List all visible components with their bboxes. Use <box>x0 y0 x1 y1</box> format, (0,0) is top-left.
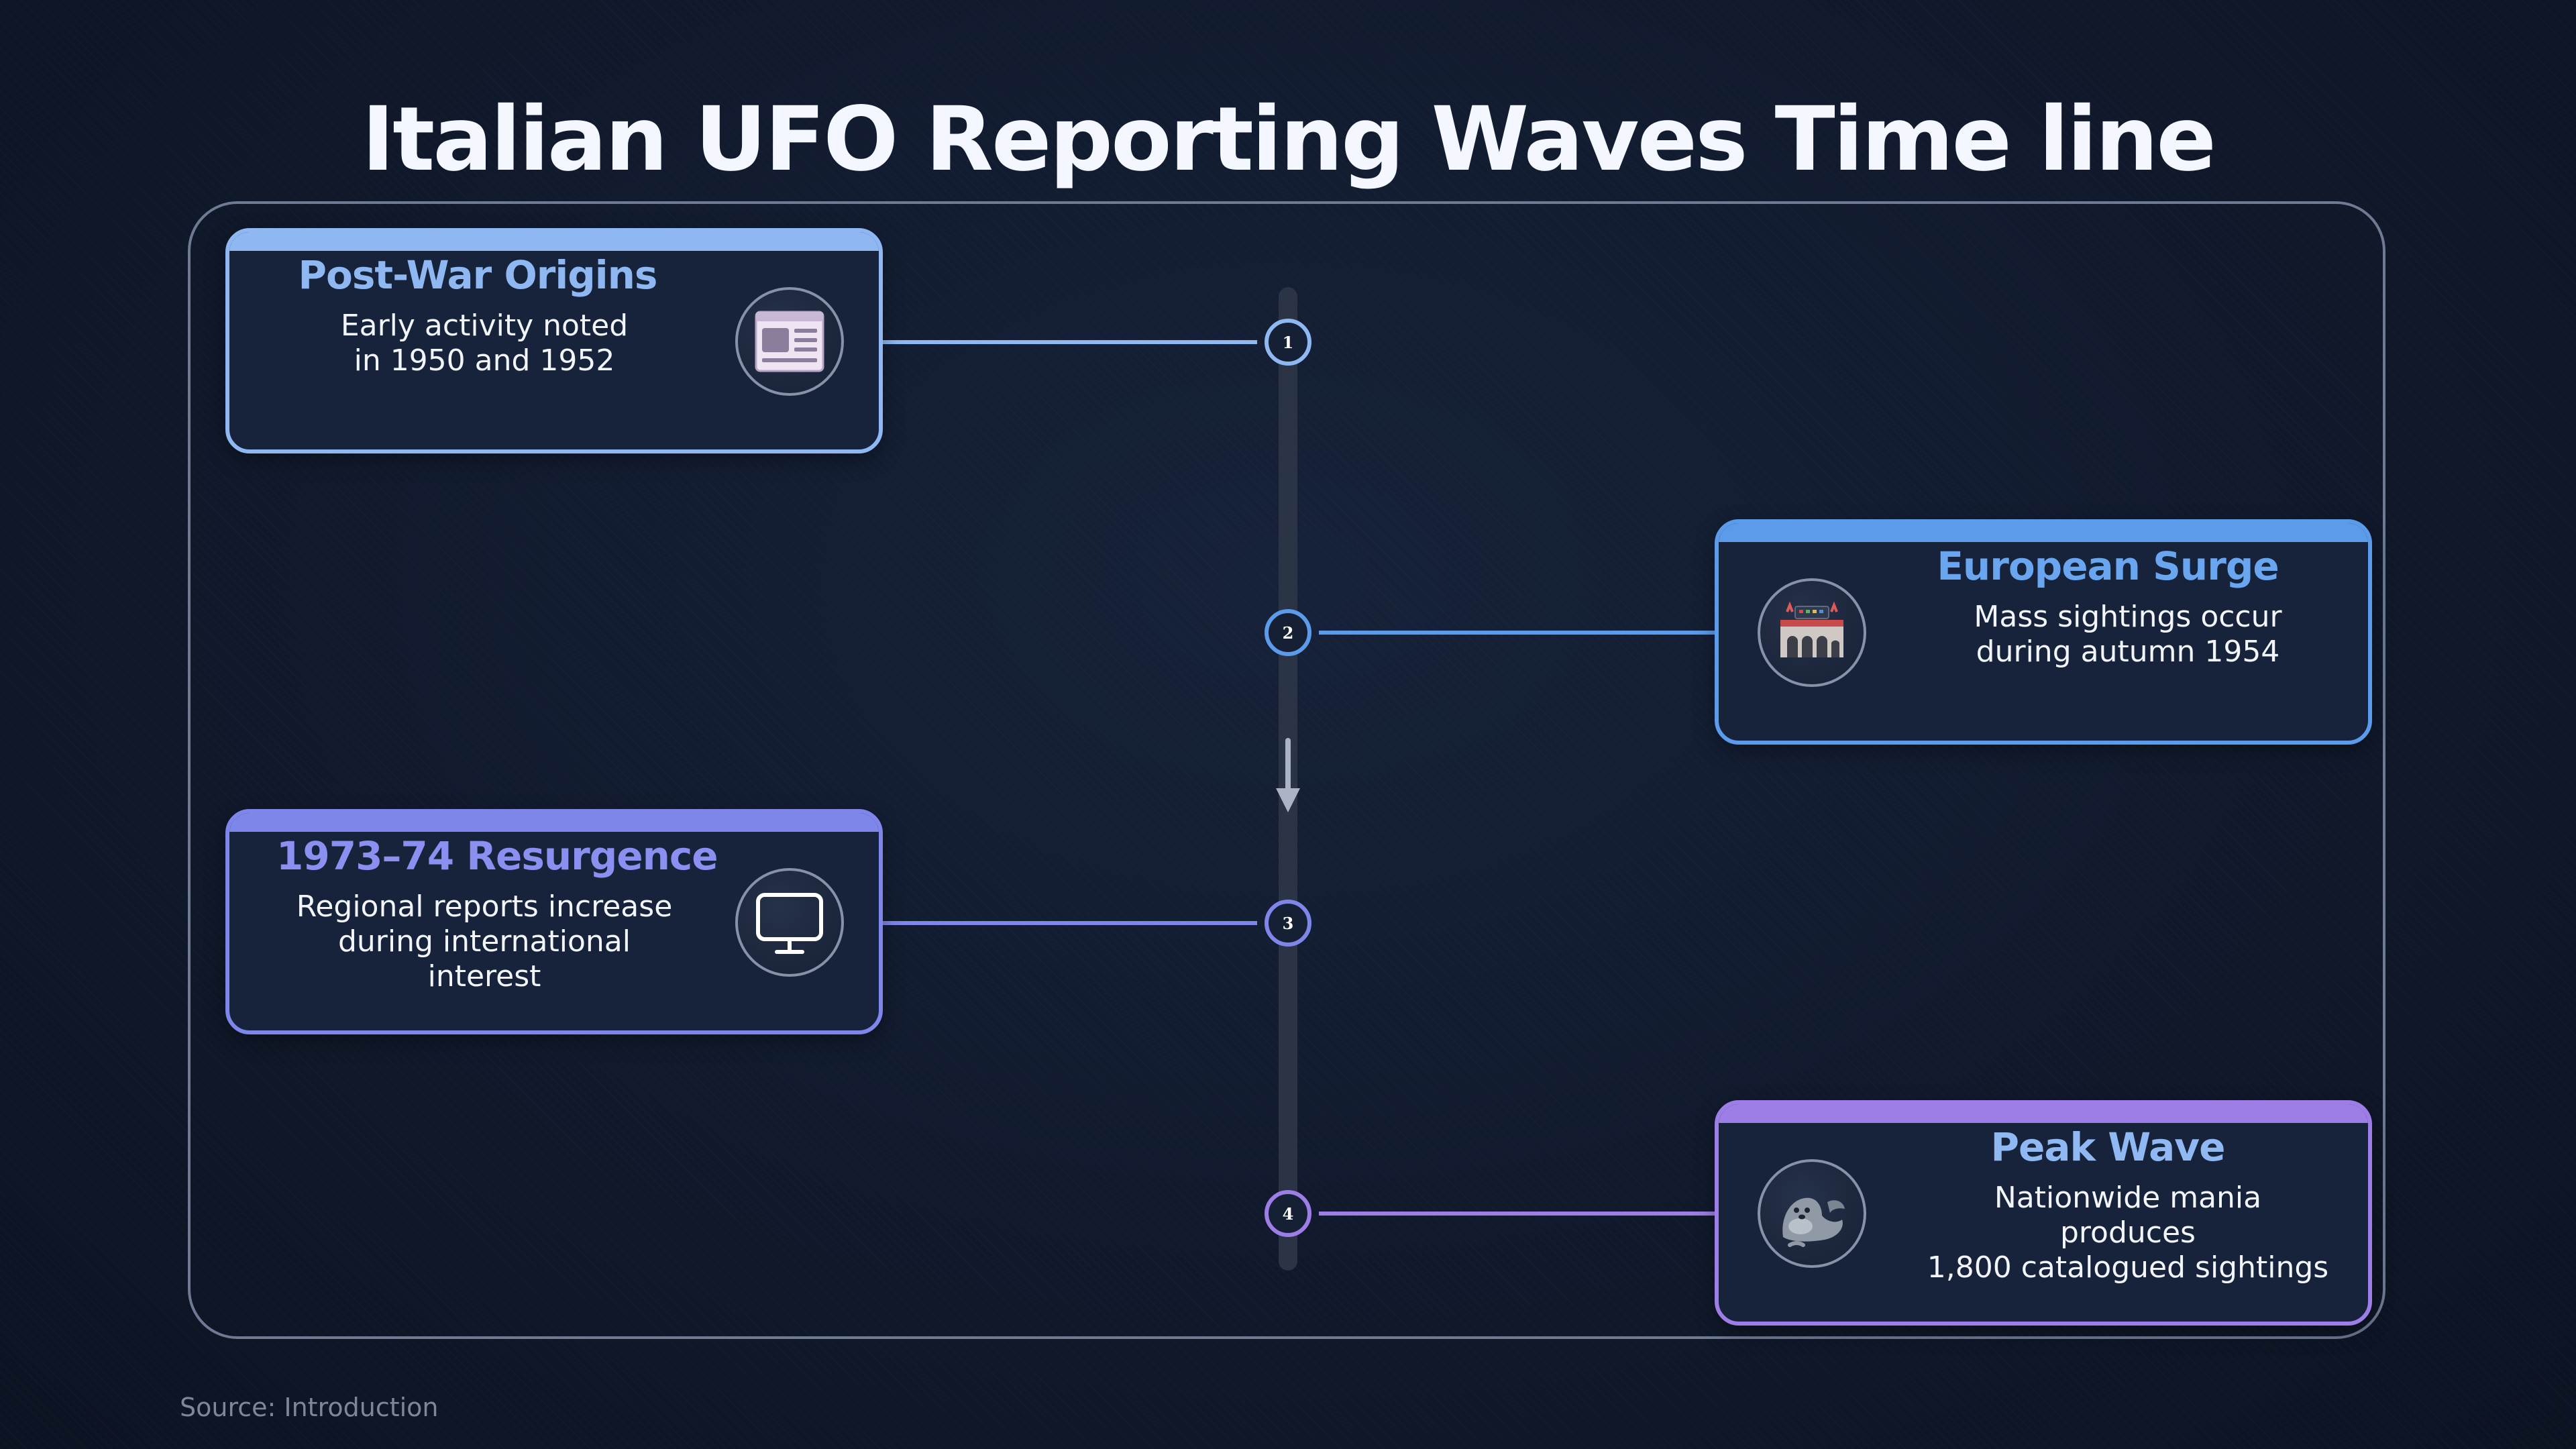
card-header-bar <box>229 232 879 251</box>
timeline-node-1: 1 <box>1265 319 1311 366</box>
event-card-european-surge: European Surge Mass sightings occur duri… <box>1715 519 2372 745</box>
timeline-node-4: 4 <box>1265 1190 1311 1237</box>
event-description: Nationwide mania produces 1,800 catalogu… <box>1927 1181 2329 1285</box>
direction-arrow-icon <box>1285 738 1291 792</box>
card-header-bar <box>229 813 879 832</box>
event-icon-badge <box>1758 578 1866 687</box>
event-card-resurgence: 1973–74 Resurgence Regional reports incr… <box>225 809 883 1034</box>
monitor-icon <box>756 893 823 954</box>
event-card-post-war-origins: Post-War Origins Early activity noted in… <box>225 228 883 453</box>
connector-line <box>883 921 1257 925</box>
event-icon-badge <box>735 287 844 396</box>
timeline-node-2: 2 <box>1265 609 1311 656</box>
event-title: Peak Wave <box>1990 1124 2226 1170</box>
card-header-bar <box>1719 1104 2368 1123</box>
arrow-head-icon <box>1276 788 1300 812</box>
event-title: Post-War Origins <box>298 252 658 298</box>
stadium-icon <box>1780 601 1843 657</box>
event-icon-badge <box>735 868 844 977</box>
event-description: Regional reports increase during interna… <box>296 890 673 994</box>
seal-icon <box>1782 1197 1845 1247</box>
connector-line <box>1319 631 1717 635</box>
timeline-node-3: 3 <box>1265 900 1311 947</box>
event-card-peak-wave: Peak Wave Nationwide mania produces 1,80… <box>1715 1100 2372 1326</box>
event-icon-badge <box>1758 1159 1866 1268</box>
event-title: European Surge <box>1937 543 2279 589</box>
card-header-bar <box>1719 523 2368 542</box>
connector-line <box>883 340 1257 344</box>
event-title: 1973–74 Resurgence <box>276 833 718 879</box>
timeline-frame <box>188 201 2385 1339</box>
connector-line <box>1319 1212 1717 1216</box>
newspaper-icon <box>755 311 824 372</box>
event-description: Mass sightings occur during autumn 1954 <box>1974 600 2282 669</box>
source-note: Source: Introduction <box>180 1393 439 1422</box>
event-description: Early activity noted in 1950 and 1952 <box>340 309 629 378</box>
page-title: Italian UFO Reporting Waves Time line <box>362 88 2216 191</box>
